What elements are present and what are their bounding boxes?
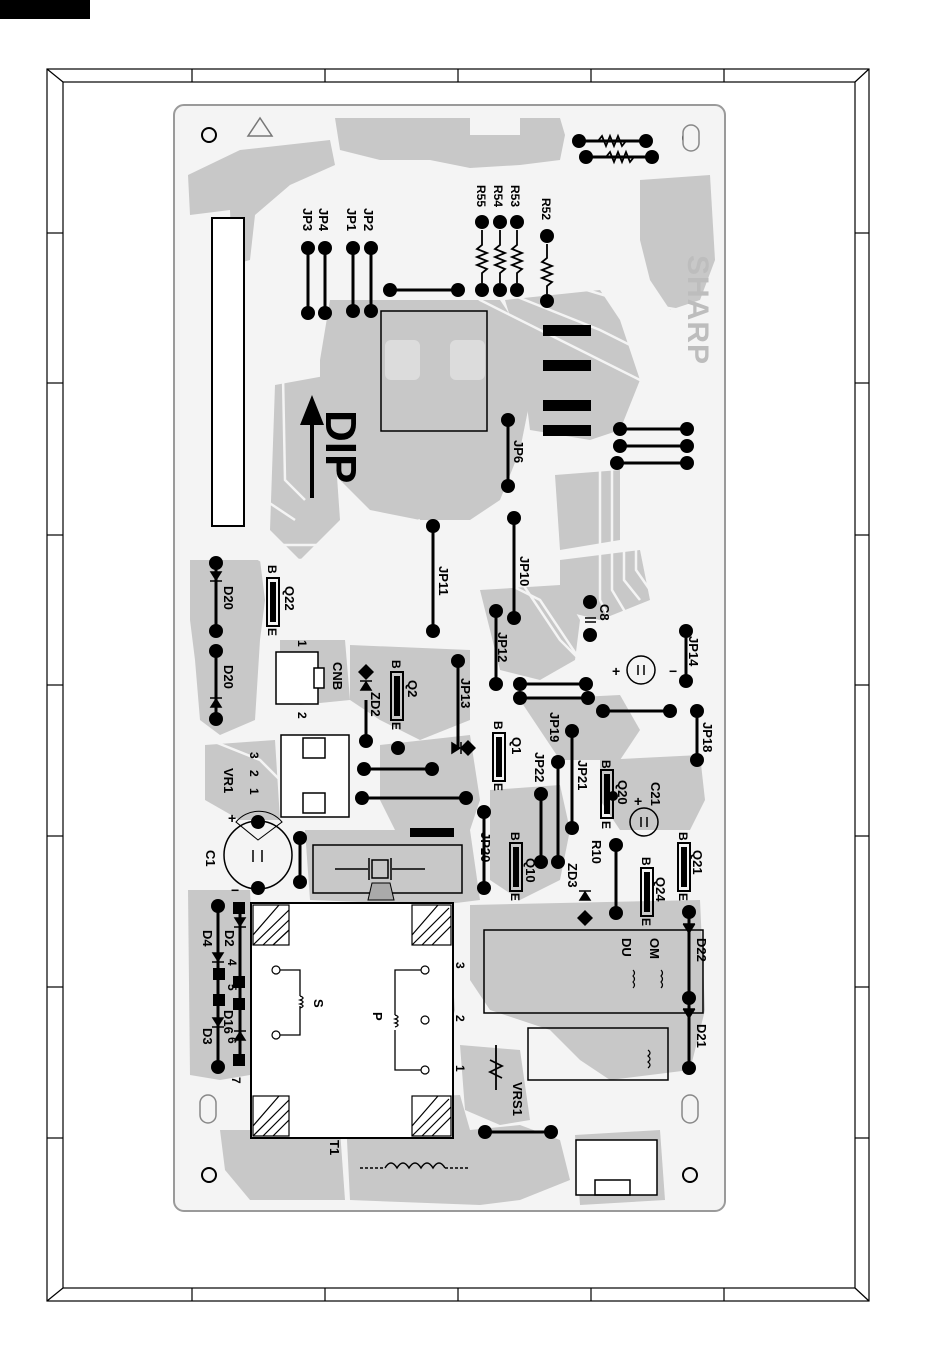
q22-e: E	[265, 628, 279, 636]
label-q22: Q22	[282, 586, 297, 611]
filter-tab	[368, 883, 394, 900]
label-r52: R52	[539, 198, 553, 220]
label-q1: Q1	[509, 737, 524, 754]
label-t1: T1	[327, 1140, 342, 1155]
q20-b: B	[599, 760, 613, 769]
q1-e: E	[491, 783, 505, 791]
q10-b: B	[508, 832, 522, 841]
label-jp12: JP12	[495, 632, 510, 662]
q10-e: E	[508, 893, 522, 901]
q21-e: E	[676, 893, 690, 901]
q20-e: E	[599, 821, 613, 829]
cap-minus: −	[669, 663, 677, 679]
label-r55: R55	[474, 185, 488, 207]
label-om: OM	[647, 938, 662, 959]
q2-e: E	[389, 722, 403, 730]
label-q21: Q21	[690, 850, 705, 875]
label-d20-top: D20	[221, 586, 236, 610]
label-s: S	[311, 999, 326, 1008]
cnb-connector	[276, 652, 318, 704]
label-jp10: JP10	[517, 556, 532, 586]
vr1-pin1: 1	[247, 788, 261, 795]
label-jp1: JP1	[344, 208, 359, 231]
label-cnb: CNB	[330, 662, 345, 690]
q24-e: E	[639, 918, 653, 926]
q1-b: B	[491, 721, 505, 730]
label-d20-bottom: D20	[221, 665, 236, 689]
dip-label: DIP	[316, 410, 365, 483]
label-d21: D21	[694, 1024, 709, 1048]
label-jp3: JP3	[300, 208, 315, 231]
q21-b: B	[676, 832, 690, 841]
label-r10: R10	[589, 840, 604, 864]
label-q24: Q24	[653, 877, 668, 902]
cnb-pin1: 1	[295, 640, 309, 647]
label-zd2: ZD2	[368, 692, 383, 717]
t1-pin7: 7	[229, 1077, 243, 1084]
label-c1: C1	[203, 850, 218, 867]
label-d3: D3	[200, 1028, 215, 1045]
t1-pin4: 4	[225, 959, 239, 966]
label-p: P	[370, 1012, 385, 1021]
t1-pin3: 3	[453, 962, 467, 969]
label-jp18: JP18	[700, 722, 715, 752]
vr1-outline	[281, 735, 349, 817]
cnb-pin2: 2	[295, 712, 309, 719]
label-d16: D16	[221, 1010, 236, 1034]
ic-pad-left	[385, 340, 420, 380]
t1-pin2: 2	[453, 1015, 467, 1022]
c21-plus: +	[634, 793, 642, 809]
label-jp4: JP4	[316, 208, 331, 232]
bottom-connector	[576, 1140, 657, 1195]
label-jp13: JP13	[458, 678, 473, 708]
label-jp19: JP19	[547, 712, 562, 742]
label-q20: Q20	[615, 780, 630, 805]
label-c21: C21	[648, 782, 663, 806]
label-vr1: VR1	[221, 768, 236, 793]
t1-pin6: 6	[225, 1037, 239, 1044]
vr1-pin2: 2	[247, 770, 261, 777]
t1-pin5: 5	[225, 984, 239, 991]
label-jp11: JP11	[436, 566, 451, 596]
label-q10: Q10	[523, 858, 538, 883]
label-jp21: JP21	[575, 760, 590, 790]
label-jp22: JP22	[532, 752, 547, 782]
ic-pad-right	[450, 340, 485, 380]
header-tab	[0, 0, 90, 19]
q22-b: B	[265, 565, 279, 574]
label-d4: D4	[200, 930, 215, 947]
t1-pin1: 1	[453, 1065, 467, 1072]
q24-b: B	[639, 857, 653, 866]
label-q2: Q2	[405, 680, 420, 697]
connector-strip	[212, 218, 244, 526]
c1-minus: −	[231, 882, 239, 898]
label-d2: D2	[222, 930, 237, 947]
label-jp6: JP6	[511, 440, 526, 463]
label-c8: C8	[597, 604, 612, 621]
vr1-pin3: 3	[247, 752, 261, 759]
sharp-logo: SHARP	[681, 255, 714, 365]
label-jp20: JP20	[478, 832, 493, 862]
label-jp2: JP2	[361, 208, 376, 231]
label-jp14: JP14	[686, 636, 701, 667]
label-d22: D22	[694, 938, 709, 962]
label-r53: R53	[508, 185, 522, 207]
label-du: DU	[619, 938, 634, 957]
label-vrs1: VRS1	[510, 1082, 525, 1116]
label-zd3: ZD3	[565, 863, 580, 888]
cap-plus: +	[612, 663, 620, 679]
c1-plus: +	[228, 810, 236, 826]
q2-b: B	[389, 660, 403, 669]
label-r54: R54	[491, 185, 505, 207]
cnb-key	[314, 668, 324, 688]
